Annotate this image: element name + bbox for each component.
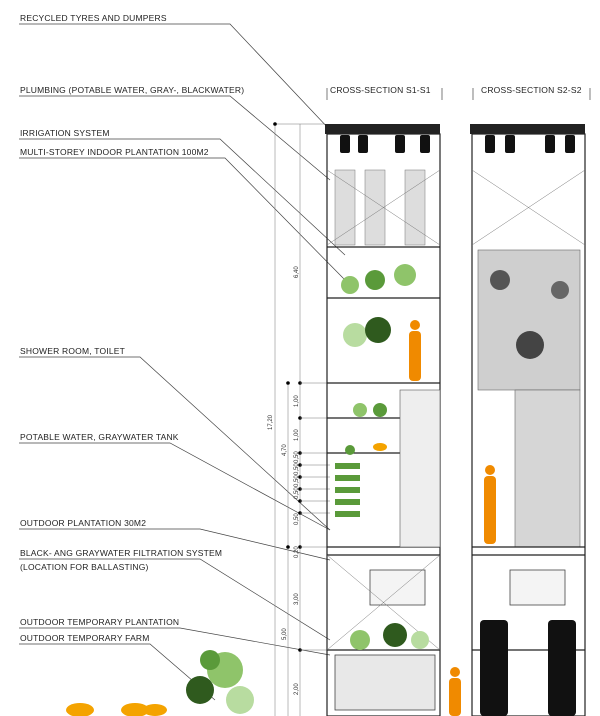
- perforated-panel-upper: [477, 249, 581, 391]
- shower-room-tile: [399, 389, 441, 548]
- ballast-tank: [334, 654, 436, 711]
- dim-upper: 6,40: [294, 266, 300, 278]
- indoor-plants: [341, 264, 416, 455]
- label-filtration-system: BLACK- ANG GRAYWATER FILTRATION SYSTEM: [20, 548, 222, 558]
- section-s2-building: [470, 124, 586, 716]
- dim-seg-3: 0,50: [294, 451, 300, 463]
- label-temporary-farm: OUTDOOR TEMPORARY FARM: [20, 633, 150, 643]
- label-recycled-tyres: RECYCLED TYRES AND DUMPERS: [20, 13, 167, 23]
- dim-seg-7: 0,50: [294, 513, 300, 525]
- dim-seg-9: 3,00: [294, 593, 300, 605]
- label-outdoor-plantation: OUTDOOR PLANTATION 30M2: [20, 518, 146, 528]
- label-water-tank: POTABLE WATER, GRAYWATER TANK: [20, 432, 179, 442]
- section-title-s2: CROSS-SECTION S2-S2: [481, 85, 582, 95]
- dim-lower: 5,00: [282, 628, 288, 640]
- label-irrigation: IRRIGATION SYSTEM: [20, 128, 110, 138]
- label-ballasting: (LOCATION FOR BALLASTING): [20, 562, 149, 572]
- label-temporary-plantation: OUTDOOR TEMPORARY PLANTATION: [20, 617, 179, 627]
- roof-tyres: [325, 124, 440, 134]
- dim-total: 17,20: [268, 414, 274, 430]
- outdoor-elements: [66, 650, 461, 716]
- person-figure-s2: [484, 465, 496, 544]
- label-plumbing: PLUMBING (POTABLE WATER, GRAY-, BLACKWAT…: [20, 85, 244, 95]
- dim-seg-6: 0,50: [294, 487, 300, 499]
- section-titles: CROSS-SECTION S1-S1 CROSS-SECTION S2-S2: [326, 85, 591, 100]
- dim-seg-8: 0,20: [294, 546, 300, 558]
- person-figure: [409, 320, 421, 381]
- label-shower-toilet: SHOWER ROOM, TOILET: [20, 346, 125, 356]
- tyre-stack: [480, 620, 508, 716]
- dim-seg-1: 1,00: [294, 395, 300, 407]
- section-s1-building: [325, 124, 441, 716]
- dim-seg-5: 0,50: [294, 475, 300, 487]
- dim-seg-2: 1,00: [294, 429, 300, 441]
- dimension-lines: 17,20 6,40 4,70 5,00 1,00 1,00 0,50 0,50…: [268, 122, 330, 716]
- perforated-panel-lower: [514, 389, 581, 548]
- section-title-s1: CROSS-SECTION S1-S1: [330, 85, 431, 95]
- label-indoor-plantation: MULTI-STOREY INDOOR PLANTATION 100M2: [20, 147, 209, 157]
- filtration-tank: [369, 569, 426, 606]
- dim-middle: 4,70: [282, 444, 288, 456]
- person-outside: [449, 667, 461, 716]
- farm-animals: [66, 703, 167, 716]
- dim-seg-4: 0,50: [294, 463, 300, 475]
- dim-seg-10: 2,00: [294, 683, 300, 695]
